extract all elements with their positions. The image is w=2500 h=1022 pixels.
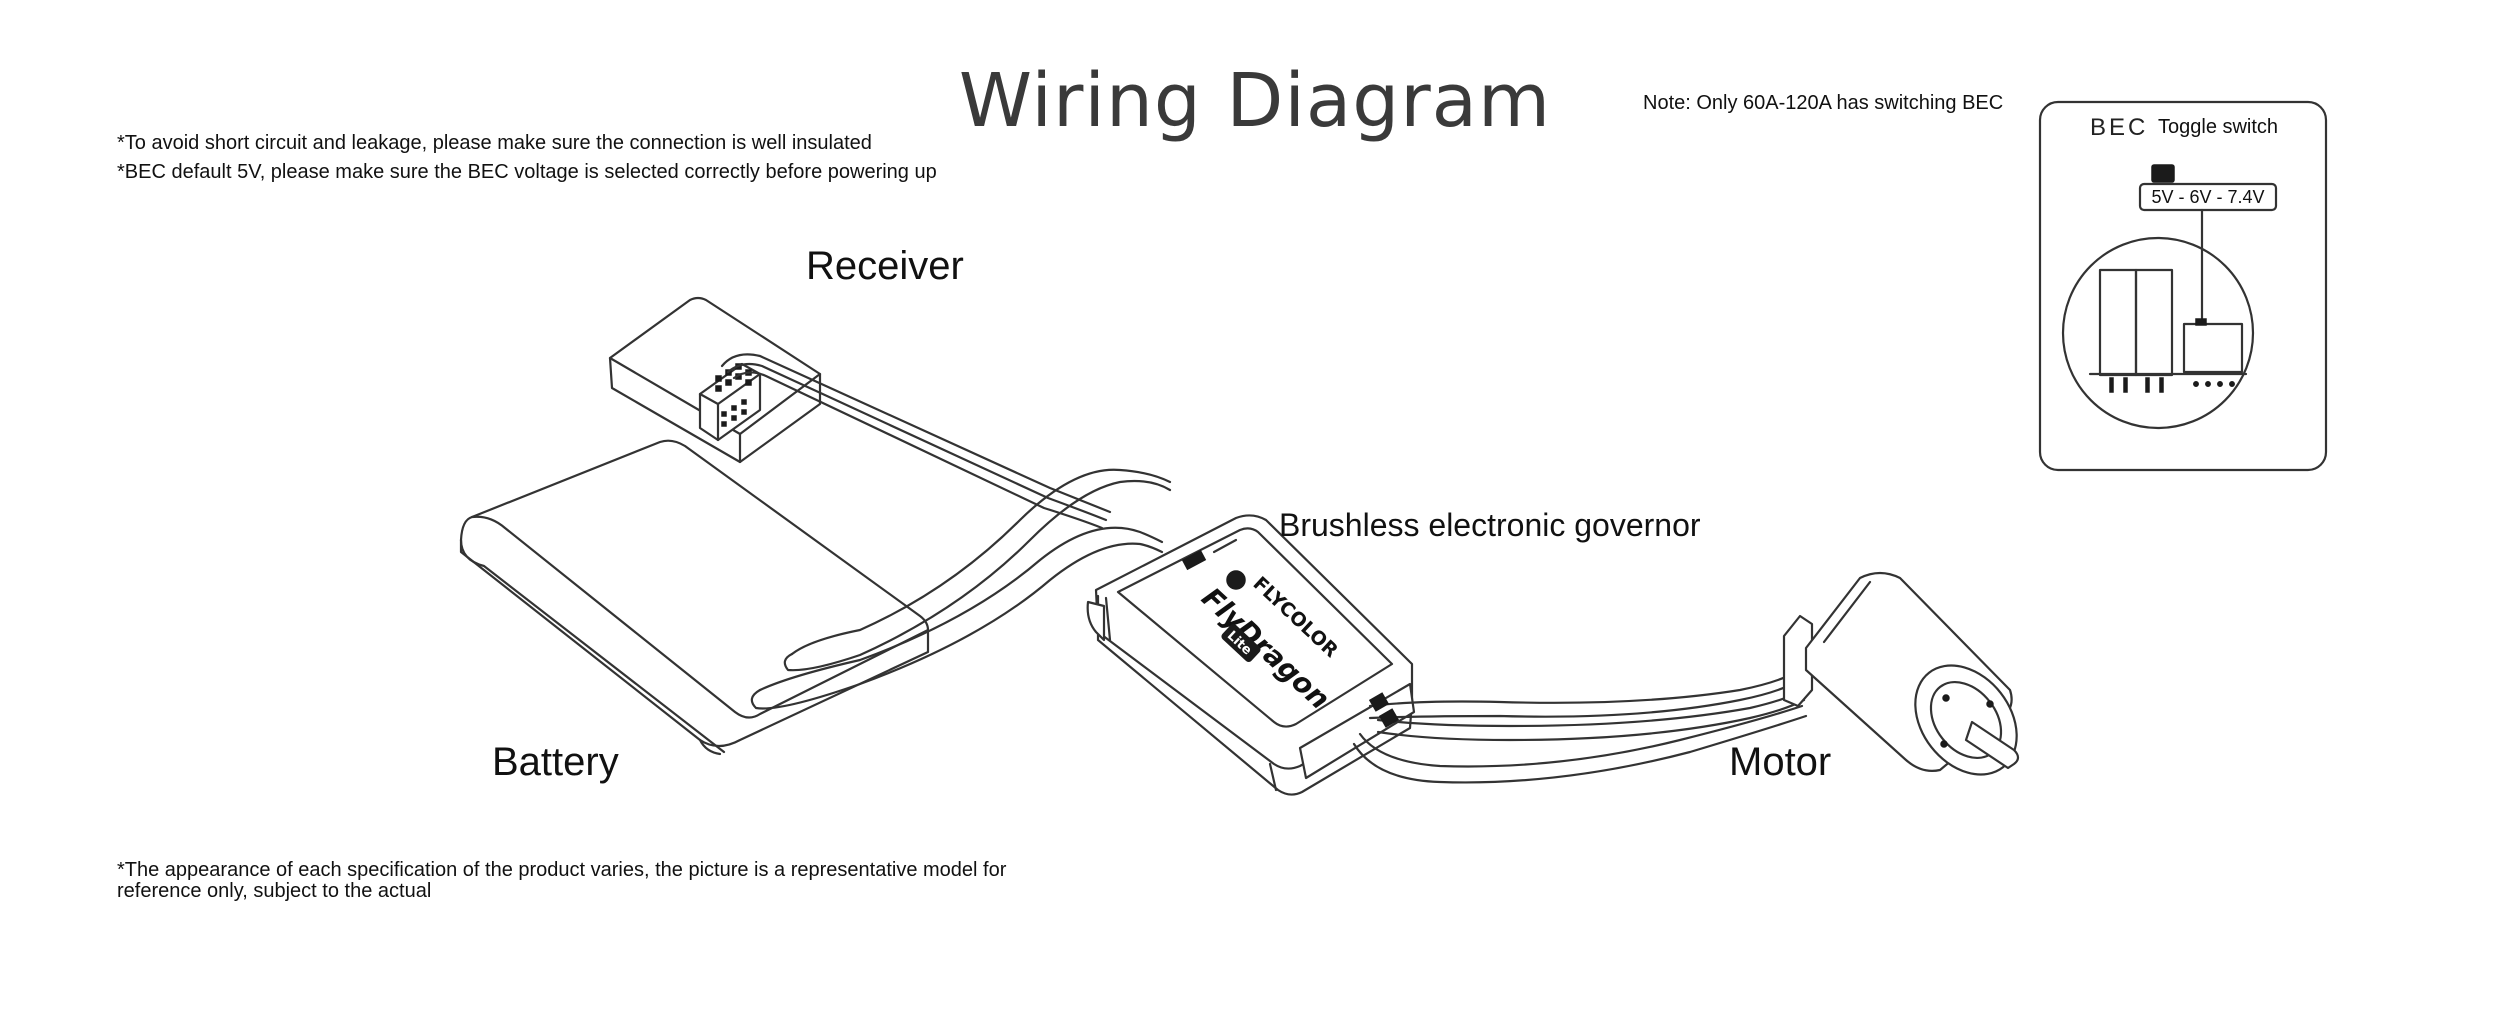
bec-inset (2040, 102, 2326, 470)
note-switching-bec: Note: Only 60A-120A has switching BEC (1643, 92, 2004, 114)
receiver-box (610, 298, 1110, 528)
battery-label: Battery (492, 740, 619, 784)
receiver-label: Receiver (806, 244, 964, 288)
motor-label: Motor (1729, 740, 1832, 784)
page-title: Wiring Diagram (958, 58, 1552, 144)
battery-leads (752, 470, 1170, 709)
note-insulation: *To avoid short circuit and leakage, ple… (117, 132, 872, 154)
note-bec-default: *BEC default 5V, please make sure the BE… (117, 161, 937, 183)
disclaimer-line-2: reference only, subject to the actual (117, 880, 432, 902)
esc-body: FLYCOLOR FlyDragon Lite (1088, 515, 1414, 794)
disclaimer-line-1: *The appearance of each specification of… (117, 859, 1007, 881)
esc-label: Brushless electronic governor (1279, 507, 1701, 543)
bec-inset-title: BEC (2090, 114, 2149, 141)
bec-voltage-options: 5V - 6V - 7.4V (2151, 187, 2265, 207)
battery-pack (461, 441, 928, 754)
toggle-switch-label: Toggle switch (2158, 116, 2279, 138)
motor (1784, 573, 2038, 794)
motor-leads (1354, 670, 1806, 782)
